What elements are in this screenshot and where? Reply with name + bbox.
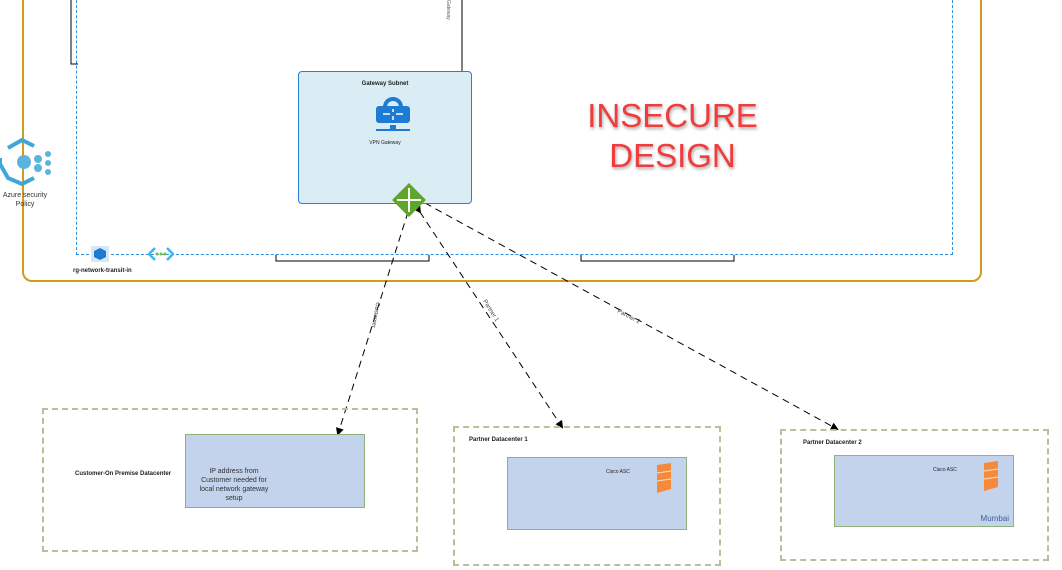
firewall-icon xyxy=(983,461,999,491)
policy-label-2: Policy xyxy=(15,201,35,208)
azure-policy-icon xyxy=(0,137,51,187)
partner1-device: Cisco ASC xyxy=(606,469,630,475)
customer-connection xyxy=(335,205,414,436)
customer-ip-note-box: IP address from Customer needed for loca… xyxy=(185,434,365,508)
partner2-connection xyxy=(417,196,839,430)
partner1-box: Cisco ASC xyxy=(507,457,687,530)
resource-group-label: rg-network-transit-in xyxy=(73,268,132,274)
customer-dc-title: Customer-On Premise Datacenter xyxy=(75,471,172,477)
partner-datacenter-1[interactable]: Partner Datacenter 1 Cisco ASC xyxy=(453,426,721,566)
azure-policy[interactable]: Azure security Policy xyxy=(0,137,56,209)
gateway-router-icon[interactable] xyxy=(392,183,426,217)
customer-datacenter[interactable]: Customer-On Premise Datacenter IP addres… xyxy=(42,408,418,552)
gateway-subnet-title: Gateway Subnet xyxy=(361,81,409,87)
top-connector-label: Gateway xyxy=(445,0,451,20)
partner1-connection xyxy=(413,204,564,429)
partner2-box: Cisco ASC Mumbai xyxy=(834,455,1014,527)
policy-label-1: Azure security xyxy=(2,192,48,199)
customer-ip-note: IP address from Customer needed for loca… xyxy=(199,468,269,502)
partner2-title: Partner Datacenter 2 xyxy=(803,440,862,446)
partner2-device: Cisco ASC xyxy=(933,467,957,473)
vpn-gateway-label: VPN Gateway xyxy=(369,140,401,146)
partner-datacenter-2[interactable]: Partner Datacenter 2 Cisco ASC Mumbai xyxy=(780,429,1049,561)
vpn-gateway-icon xyxy=(376,97,410,131)
bottom-bracket-1 xyxy=(275,255,430,262)
resource-group-icon xyxy=(91,246,109,262)
top-left-connector xyxy=(70,0,78,65)
partner1-title: Partner Datacenter 1 xyxy=(469,437,528,443)
gateway-subnet[interactable]: Gateway Subnet VPN Gateway xyxy=(298,71,472,204)
firewall-icon xyxy=(656,463,672,493)
title-line-2: DESIGN xyxy=(609,137,736,174)
partner2-location: Mumbai xyxy=(980,514,1009,523)
bottom-bracket-2 xyxy=(580,255,735,262)
virtual-network-icon xyxy=(148,247,174,261)
insecure-design-title: INSECURE DESIGN xyxy=(560,96,785,176)
title-line-1: INSECURE xyxy=(587,97,758,134)
